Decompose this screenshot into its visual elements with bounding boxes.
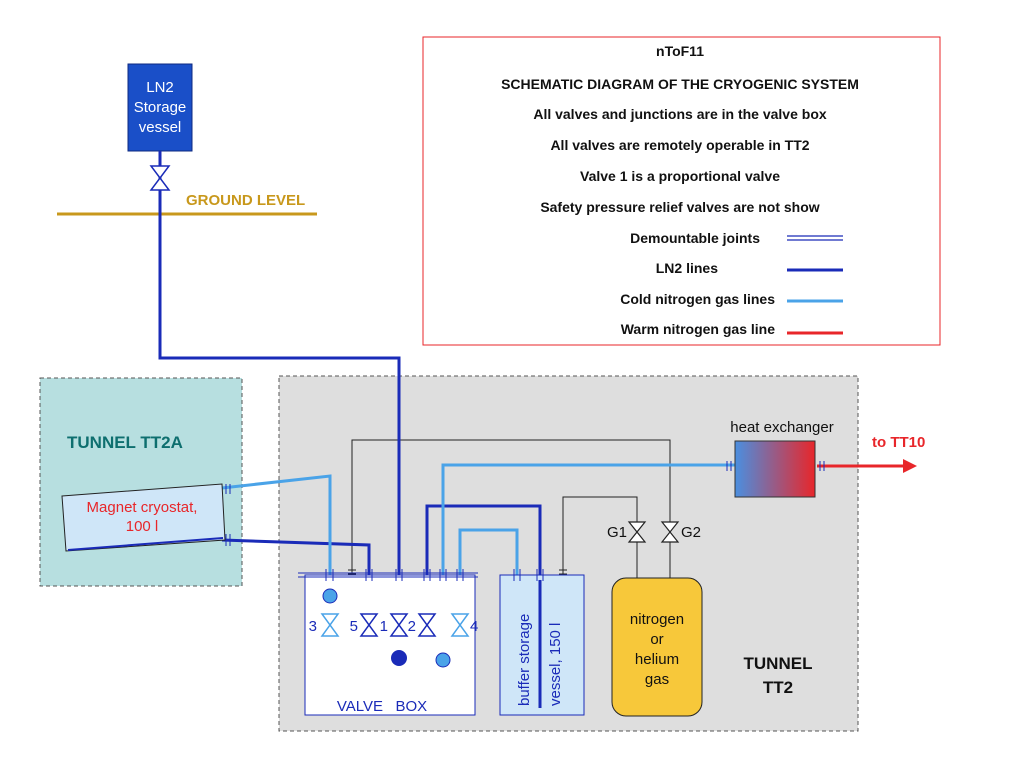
tunnel-tt2a-region: [39, 377, 243, 587]
legend-key-joints-swatch: [787, 235, 843, 241]
tunnel-tt2-title-1: TUNNEL: [744, 654, 813, 673]
ln2-vessel-label-3: vessel: [139, 119, 182, 136]
heat-exchanger: [734, 440, 816, 498]
legend-box: [422, 36, 941, 346]
valve-g2-label: G2: [681, 524, 701, 541]
legend-note-4: Safety pressure relief valves are not sh…: [540, 199, 819, 215]
legend-key-cold-label: Cold nitrogen gas lines: [620, 291, 775, 307]
heat-exchanger-label: heat exchanger: [730, 419, 833, 436]
valve-4-icon: [450, 613, 470, 637]
valve-5-icon: [359, 613, 379, 637]
valve-g1-label: G1: [607, 524, 627, 541]
valve-box-label: VALVE BOX: [337, 698, 427, 715]
buffer-storage-vessel: [499, 574, 585, 716]
warm-line-joints: [348, 569, 567, 575]
buffer-storage-label-1: buffer storage: [516, 614, 533, 706]
storage-valve-icon: [149, 165, 171, 191]
gas-bottle-label-1: nitrogen: [630, 611, 684, 628]
cold-junction-node-2: [435, 652, 451, 668]
cold-junction-node-1: [322, 588, 338, 604]
valve-g2-icon: [660, 521, 680, 543]
to-tt10-label: to TT10: [872, 434, 925, 451]
valve-5-label: 5: [350, 618, 358, 635]
legend-key-joints-label: Demountable joints: [630, 230, 760, 246]
valve-g1-icon: [627, 521, 647, 543]
legend-note-2: All valves are remotely operable in TT2: [550, 137, 809, 153]
valve-1-label: 1: [380, 618, 388, 635]
valve-1-icon: [389, 613, 409, 637]
gas-bottle-label-3: helium: [635, 651, 679, 668]
valve-2-label: 2: [408, 618, 416, 635]
to-tt10-arrow: [903, 459, 917, 473]
legend-subtitle: SCHEMATIC DIAGRAM OF THE CRYOGENIC SYSTE…: [501, 76, 859, 92]
legend-key-ln2-label: LN2 lines: [656, 260, 718, 276]
ln2-junction-node: [391, 650, 407, 666]
valve-2-icon: [417, 613, 437, 637]
ln2-vessel-label-2: Storage: [134, 99, 187, 116]
legend-key-warm-label: Warm nitrogen gas line: [621, 321, 775, 337]
gas-bottle: [611, 577, 703, 717]
legend-note-1: All valves and junctions are in the valv…: [533, 106, 827, 122]
valve-4-label: 4: [470, 618, 478, 635]
buffer-storage-label-2: vessel, 150 l: [547, 623, 564, 706]
ln2-main-line: [158, 151, 401, 620]
tunnel-tt2-title-2: TT2: [763, 678, 793, 697]
valve-box-joints: [225, 461, 825, 581]
gas-bottle-label-4: gas: [645, 671, 669, 688]
magnet-cryostat: [61, 483, 226, 552]
valve-3-label: 3: [309, 618, 317, 635]
ln2-vessel-label-1: LN2: [146, 79, 174, 96]
magnet-cryostat-label-2: 100 l: [126, 518, 159, 535]
legend-note-3: Valve 1 is a proportional valve: [580, 168, 780, 184]
valve-3-icon: [320, 613, 340, 637]
tunnel-tt2a-title: TUNNEL TT2A: [67, 433, 183, 452]
magnet-cryostat-label-1: Magnet cryostat,: [87, 499, 198, 516]
legend-title: nToF11: [656, 43, 704, 59]
gas-bottle-label-2: or: [650, 631, 663, 648]
ground-level-label: GROUND LEVEL: [186, 192, 305, 209]
